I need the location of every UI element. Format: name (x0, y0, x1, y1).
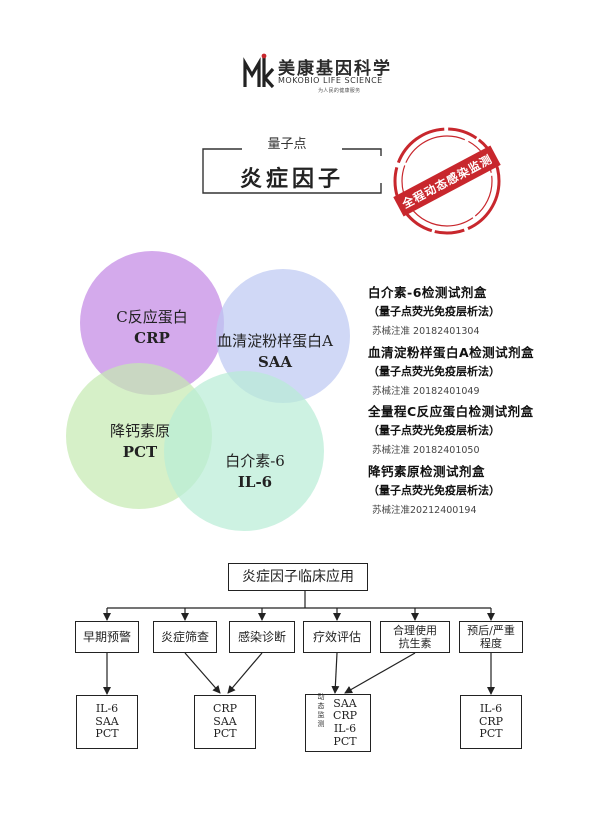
product-title: 血清淀粉样蛋白A检测试剂盒 (368, 345, 535, 360)
flow-result-early: IL-6 SAA PCT (76, 695, 138, 749)
product-registration: 苏械注准 20182401049 (372, 386, 480, 397)
flow-result-prognosis: IL-6 CRP PCT (460, 695, 522, 749)
product-method: （量子点荧光免疫层析法） (368, 424, 500, 437)
product-item: 血清淀粉样蛋白A检测试剂盒 （量子点荧光免疫层析法） 苏械注准 20182401… (368, 342, 608, 397)
venn-label-il6: 白介素-6 IL-6 (225, 452, 285, 491)
venn-label-crp: C反应蛋白 CRP (116, 308, 188, 347)
flow-node-antibiotics: 合理使用 抗生素 (380, 621, 450, 653)
product-title: 降钙素原检测试剂盒 (368, 464, 486, 479)
product-item: 白介素-6检测试剂盒 （量子点荧光免疫层析法） 苏械注准 20182401304 (368, 282, 608, 337)
monitoring-stamp: 全程动态感染监测 (393, 127, 501, 235)
product-title: 白介素-6检测试剂盒 (368, 285, 487, 300)
product-method: （量子点荧光免疫层析法） (368, 365, 500, 378)
venn-circle-crp (80, 251, 224, 395)
product-item: 全量程C反应蛋白检测试剂盒 （量子点荧光免疫层析法） 苏械注准 20182401… (368, 401, 608, 456)
flow-root: 炎症因子临床应用 (228, 563, 368, 591)
venn-circle-il6 (164, 371, 324, 531)
logo-name-en: MOKOBIO LIFE SCIENCE (278, 76, 383, 85)
dynamic-monitoring-note: 动态监测 (317, 693, 325, 728)
logo-mark-icon (243, 53, 275, 89)
product-method: （量子点荧光免疫层析法） (368, 484, 500, 497)
product-registration: 苏械注准 20182401304 (372, 326, 480, 337)
flow-node-diagnosis: 感染诊断 (229, 621, 295, 653)
product-method: （量子点荧光免疫层析法） (368, 305, 500, 318)
logo-slogan: 为人民的健康服务 (318, 88, 361, 94)
page-title: 炎症因子 (239, 167, 344, 192)
logo-name-cn: 美康基因科学 (278, 59, 392, 79)
flow-node-early-warning: 早期预警 (75, 621, 139, 653)
title-frame (202, 148, 382, 194)
venn-label-saa: 血清淀粉样蛋白A SAA (217, 332, 333, 371)
flow-result-screening-diagnosis: CRP SAA PCT (194, 695, 256, 749)
flow-result-monitoring: SAA CRP IL-6 PCT (305, 694, 371, 752)
product-title: 全量程C反应蛋白检测试剂盒 (368, 404, 534, 419)
product-item: 降钙素原检测试剂盒 （量子点荧光免疫层析法） 苏械注准20212400194 (368, 461, 608, 516)
flow-node-screening: 炎症筛查 (153, 621, 217, 653)
title-small: 量子点 (267, 137, 307, 152)
flow-node-efficacy: 疗效评估 (303, 621, 371, 653)
venn-label-pct: 降钙素原 PCT (109, 422, 170, 461)
product-registration: 苏械注准 20182401050 (372, 445, 480, 456)
flow-node-prognosis: 预后/严重 程度 (459, 621, 523, 653)
product-registration: 苏械注准20212400194 (372, 505, 477, 516)
venn-circle-saa (216, 269, 350, 403)
